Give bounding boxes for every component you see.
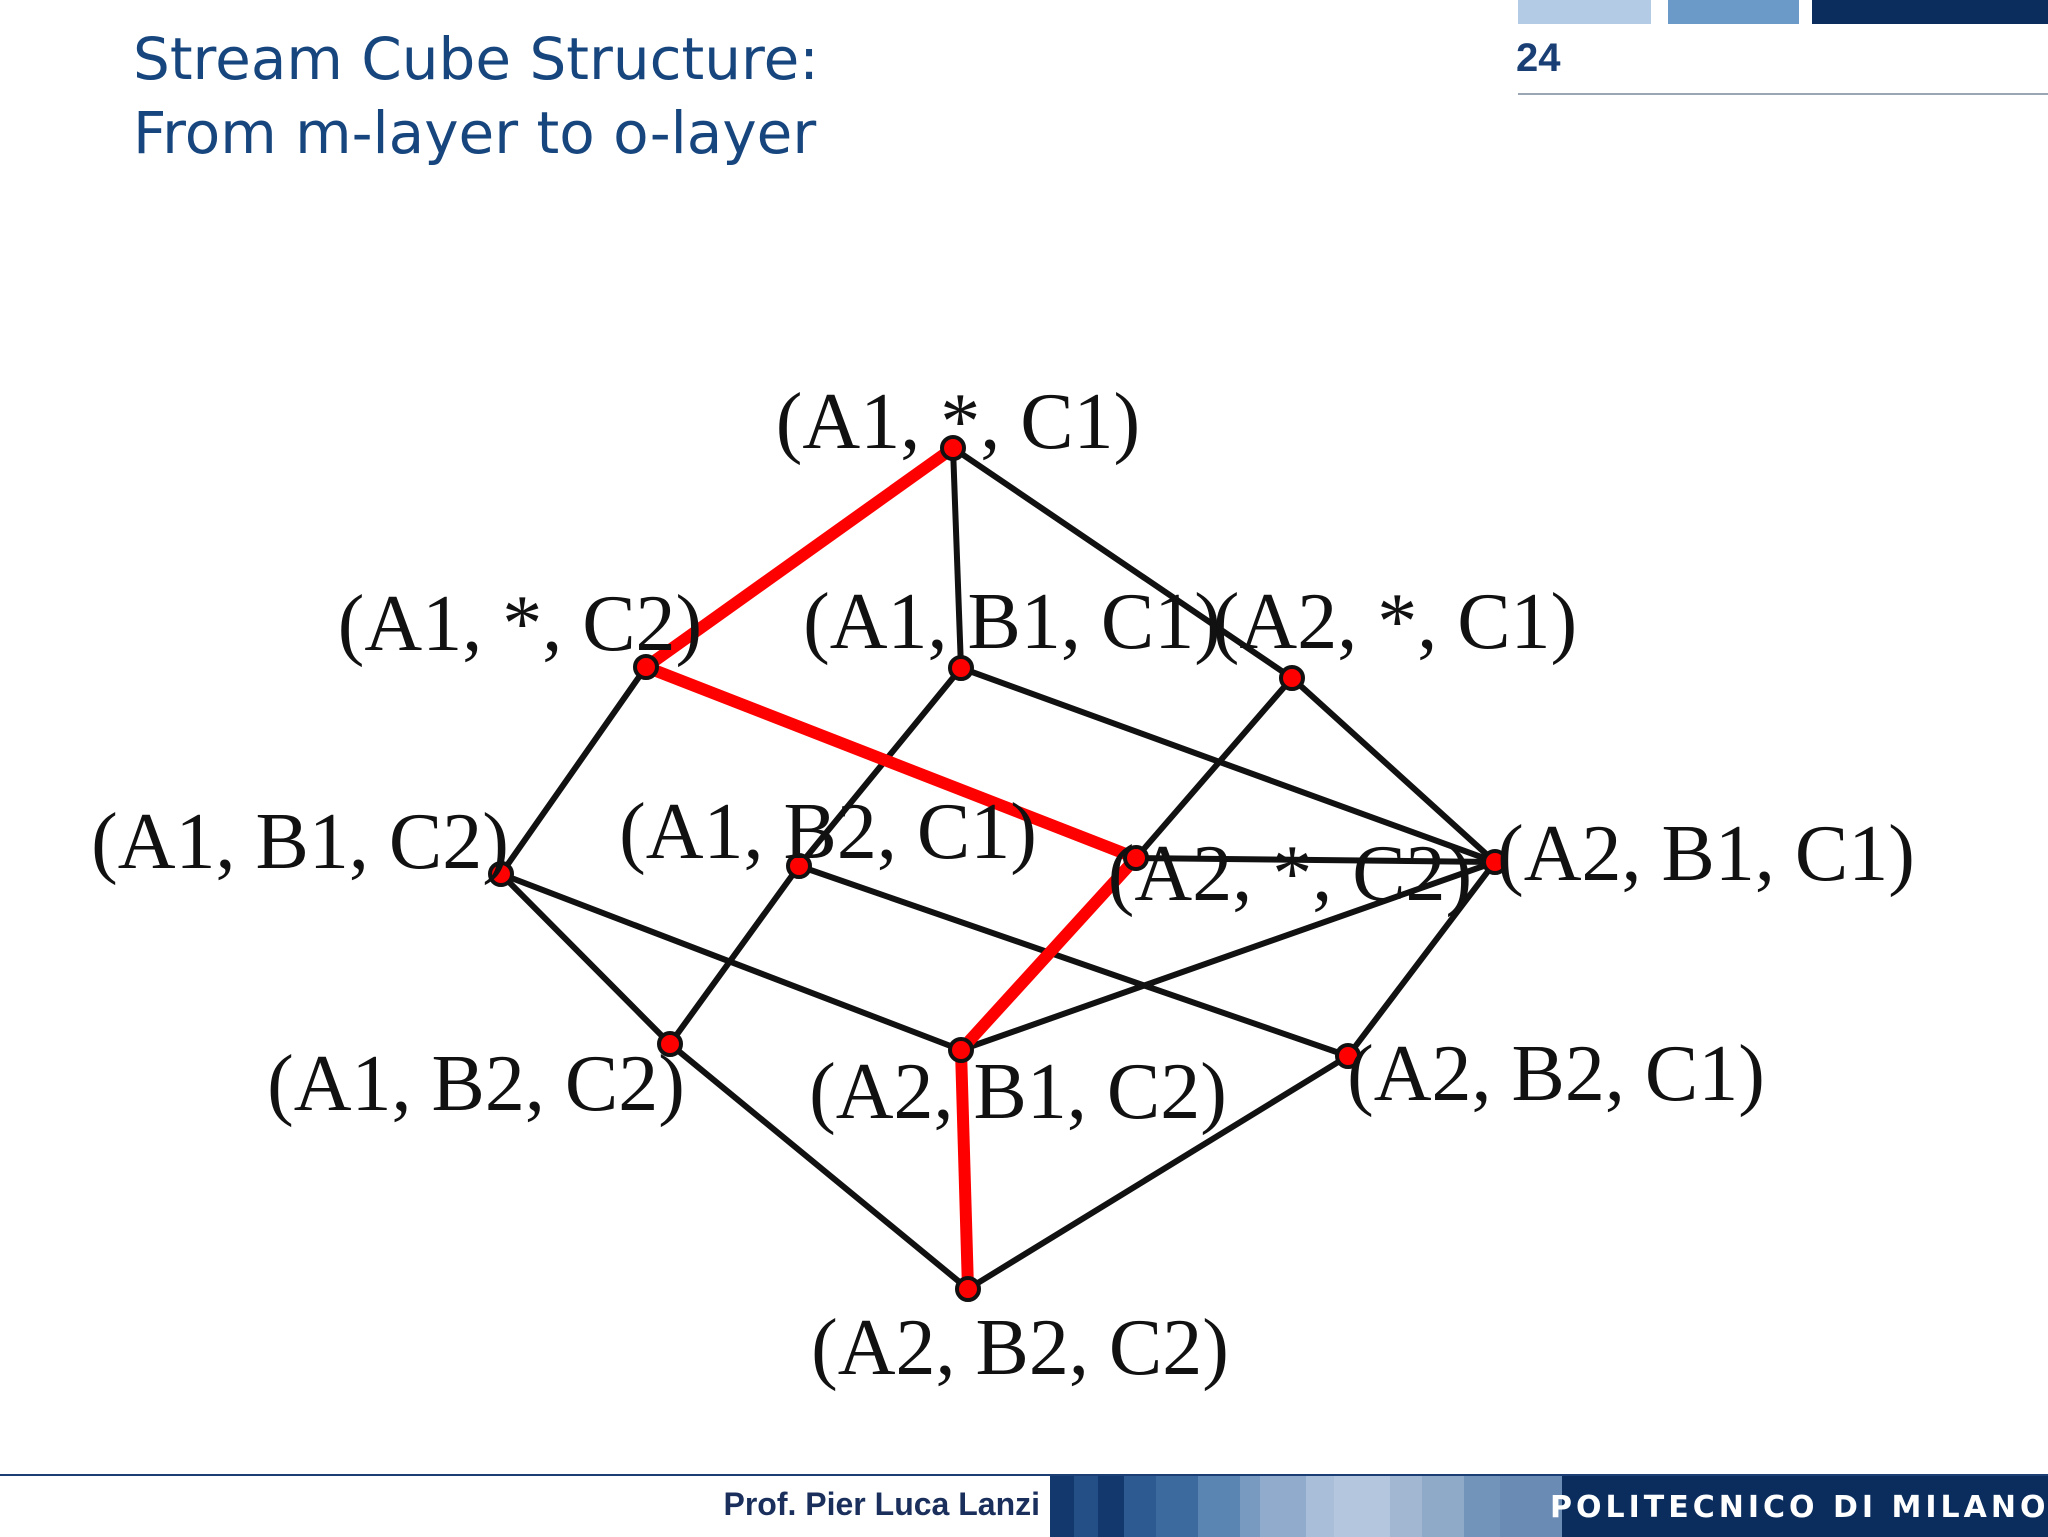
lattice-nodes — [488, 435, 1508, 1302]
slide-title-line-2: From m-layer to o-layer — [133, 99, 817, 167]
footer-bar-segment — [1422, 1476, 1464, 1537]
node-label-a2_b2_c2: (A2, B2, C2) — [811, 1304, 1229, 1392]
lattice-edge-a2_star_c2-a2_b1_c1 — [1133, 855, 1498, 865]
footer-bar-segment — [1074, 1476, 1098, 1537]
lattice-node-a1_b1_c1 — [948, 655, 974, 681]
footer-bar-segment — [1306, 1476, 1334, 1537]
lattice-node-a1_b2_c1 — [786, 853, 812, 879]
node-label-a1_star_c2: (A1, *, C2) — [338, 580, 702, 668]
footer-bar-segment — [1050, 1476, 1074, 1537]
lattice-edge-a2_b2_c1-a2_b2_c2 — [965, 1053, 1351, 1292]
footer-bar-segment — [1098, 1476, 1124, 1537]
footer-bar-segment — [1156, 1476, 1198, 1537]
footer-bar-segment — [1562, 1476, 2048, 1537]
footer-bar-segment — [1390, 1476, 1422, 1537]
lattice-edge-a2_star_c1-a2_star_c2 — [1133, 675, 1295, 861]
lattice-edge-a2_b1_c1-a2_b1_c2 — [958, 859, 1498, 1053]
node-label-a1_b1_c2: (A1, B1, C2) — [91, 798, 509, 886]
lattice-edge-a1_b2_c1-a2_b2_c1 — [796, 863, 1351, 1059]
lattice-node-a2_b1_c1 — [1482, 849, 1508, 875]
lattice-node-a2_star_c2 — [1123, 845, 1149, 871]
footer-bar-segment — [1464, 1476, 1500, 1537]
footer-bar-segment — [1240, 1476, 1260, 1537]
slide-title-line-1: Stream Cube Structure: — [133, 25, 819, 93]
node-label-a2_b1_c1: (A2, B1, C1) — [1497, 810, 1915, 898]
node-label-a1_star_c1: (A1, *, C1) — [776, 378, 1140, 466]
header-decor-block-dark — [1812, 0, 2048, 24]
lattice-node-a2_star_c1 — [1279, 665, 1305, 691]
node-label-a2_b1_c2: (A2, B1, C2) — [809, 1048, 1227, 1136]
header-decor-block-mid — [1668, 0, 1799, 24]
footer-bar-segment — [1334, 1476, 1390, 1537]
node-label-a2_star_c2: (A2, *, C2) — [1108, 830, 1472, 918]
lattice-edge-a1_star_c2-a1_b1_c2 — [498, 664, 649, 877]
lattice-node-a2_b2_c1 — [1335, 1043, 1361, 1069]
footer-bar-segment — [1124, 1476, 1156, 1537]
footer-gradient-bar — [1050, 1476, 2048, 1537]
lattice-edge-a1_star_c1-a1_b1_c1 — [950, 445, 964, 671]
lattice-node-a2_b1_c2 — [948, 1037, 974, 1063]
lattice-edge-a1_b2_c1-a1_b2_c2 — [667, 863, 802, 1047]
lattice-node-a1_star_c2 — [633, 654, 659, 680]
lattice-edge-a1_b1_c1-a2_b1_c1 — [958, 665, 1498, 865]
lattice-edge-a2_b1_c1-a2_b2_c1 — [1345, 859, 1498, 1059]
lattice-node-a1_b2_c2 — [657, 1031, 683, 1057]
lattice-edge-a1_star_c1-a2_star_c1 — [950, 445, 1295, 681]
footer-bar-segment — [1198, 1476, 1240, 1537]
header-rule — [1518, 93, 2048, 95]
node-label-a1_b2_c2: (A1, B2, C2) — [267, 1040, 685, 1128]
footer-author: Prof. Pier Luca Lanzi — [723, 1486, 1040, 1522]
lattice-edge-a1_b2_c2-a2_b2_c2 — [667, 1041, 971, 1292]
header-decor-block-light — [1518, 0, 1651, 24]
node-label-a1_b2_c1: (A1, B2, C1) — [619, 788, 1037, 876]
lattice-node-a1_b1_c2 — [488, 861, 514, 887]
footer-rule — [0, 1474, 2048, 1476]
lattice-edge-a1_b1_c1-a1_b2_c1 — [796, 665, 964, 869]
page-number: 24 — [1516, 36, 1561, 80]
footer-institution-logo-text: POLITECNICO DI MILANO — [1550, 1490, 2048, 1525]
node-label-a2_star_c1: (A2, *, C1) — [1213, 578, 1577, 666]
lattice-edge-a2_star_c1-a2_b1_c1 — [1289, 675, 1498, 865]
lattice-node-a1_star_c1 — [940, 435, 966, 461]
slide-title: Stream Cube Structure: From m-layer to o… — [133, 22, 819, 170]
lattice-node-labels: (A1, *, C1)(A1, *, C2)(A1, B1, C1)(A2, *… — [91, 378, 1915, 1392]
footer-bar-segment — [1260, 1476, 1306, 1537]
lattice-edge-a1_b1_c2-a1_b2_c2 — [498, 871, 673, 1047]
footer-bar-segment — [1500, 1476, 1562, 1537]
node-label-a2_b2_c1: (A2, B2, C1) — [1347, 1030, 1765, 1118]
lattice-edges — [498, 445, 1498, 1292]
node-label-a1_b1_c1: (A1, B1, C1) — [803, 578, 1221, 666]
lattice-node-a2_b2_c2 — [955, 1276, 981, 1302]
